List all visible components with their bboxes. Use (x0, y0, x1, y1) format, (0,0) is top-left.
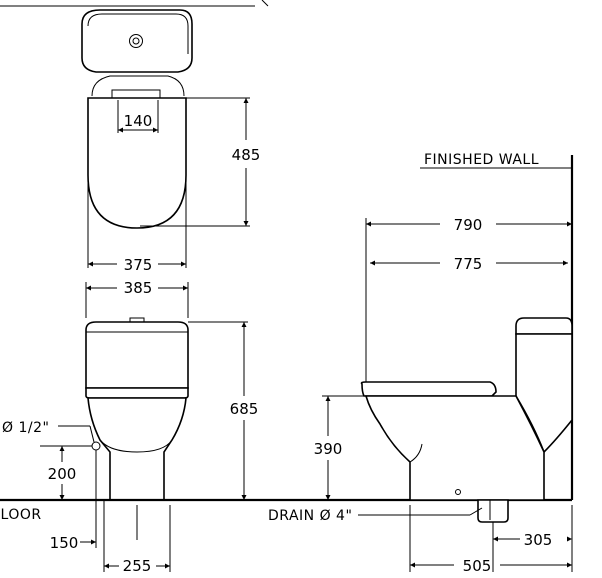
dim-790-text: 790 (454, 216, 483, 234)
side-view: FINISHED WALL 790 775 390 DRAIN Ø 4" (268, 152, 574, 575)
supply-label: Ø 1/2" (2, 420, 49, 436)
flush-button-icon (129, 34, 143, 48)
front-view: 385 Ø 1/2" 200 685 150 (2, 279, 258, 575)
seat-side-outline (360, 381, 497, 397)
dim-485-text: 485 (232, 146, 261, 164)
drain-label: DRAIN Ø 4" (268, 508, 352, 524)
dim-305-text: 305 (524, 531, 553, 549)
dim-375-text: 375 (124, 256, 153, 274)
dim-385-text: 385 (124, 279, 153, 297)
dim-140-text: 140 (124, 112, 153, 130)
tank-side-outline (515, 317, 573, 335)
dim-505-text: 505 (463, 557, 492, 575)
floor-label: FLOOR (0, 507, 42, 523)
drain-pipe-icon (477, 499, 509, 523)
dim-685-text: 685 (230, 400, 259, 418)
dim-390-text: 390 (314, 440, 343, 458)
dim-255-text: 255 (123, 557, 152, 575)
tank-top-outline (81, 9, 193, 73)
dim-150-text: 150 (50, 534, 79, 552)
water-supply-icon (91, 441, 101, 451)
bowl-top-outline (87, 97, 187, 229)
top-view: 140 485 375 (0, 0, 269, 274)
tank-front-outline (85, 321, 189, 389)
dim-775-text: 775 (454, 255, 483, 273)
finished-wall-label: FINISHED WALL (424, 152, 539, 168)
bowl-side-outline (364, 395, 545, 501)
bowl-front-outline (87, 397, 187, 501)
dim-200-text: 200 (48, 465, 77, 483)
